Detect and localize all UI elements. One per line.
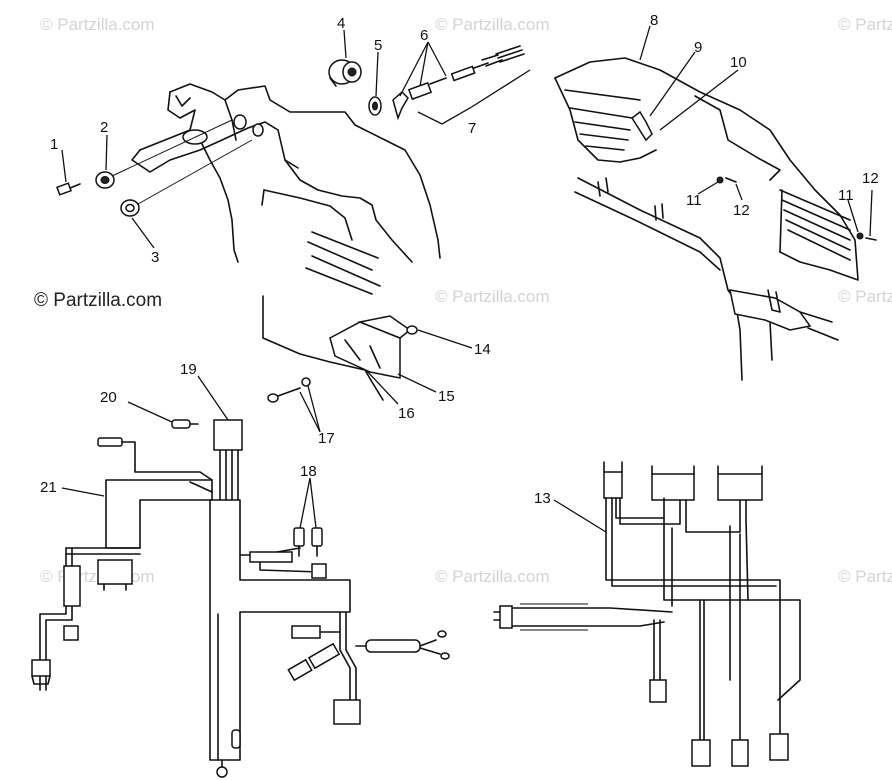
callout-17: 17 (318, 430, 335, 447)
callout-11: 11 (686, 192, 702, 209)
callout-21: 21 (40, 479, 57, 496)
main-wire-harness: 19 20 21 18 (31, 361, 450, 778)
callout-15: 15 (438, 388, 455, 405)
watermark: © Partzilla.com (838, 15, 892, 34)
callout-10: 10 (730, 54, 747, 71)
callout-13: 13 (534, 490, 551, 507)
grommet-part-3: 3 (120, 139, 253, 266)
watermark: © Partzilla.com (435, 15, 550, 34)
callout-8: 8 (650, 12, 658, 29)
callout-9: 9 (694, 39, 702, 56)
bracket-assembly-14-17: 14 15 16 17 (262, 295, 491, 447)
washer-part-2: 2 (95, 119, 233, 189)
watermark: © Partzilla.com (838, 567, 892, 586)
callout-18: 18 (300, 463, 317, 480)
callout-2: 2 (100, 119, 108, 136)
callout-6: 6 (420, 27, 428, 44)
watermark: © Partzilla.com (838, 287, 892, 306)
copyright-notice: © Partzilla.com (34, 290, 162, 311)
callout-5: 5 (374, 37, 382, 54)
callout-1: 1 (50, 136, 58, 153)
switch-assembly-part-6-7: 6 7 (392, 27, 531, 137)
callout-12: 12 (733, 202, 750, 219)
callout-11: 11 (838, 187, 854, 204)
callout-16: 16 (398, 405, 415, 422)
watermark: © Partzilla.com (40, 15, 155, 34)
callout-7: 7 (468, 120, 476, 137)
watermark: © Partzilla.com (435, 287, 550, 306)
console-panel-drawing (131, 83, 441, 295)
side-panel-drawing (554, 57, 859, 381)
callout-19: 19 (180, 361, 197, 378)
callout-3: 3 (151, 249, 159, 266)
headlight-wire-harness: 13 (493, 461, 801, 767)
nut-part-5: 5 (368, 37, 382, 116)
watermark: © Partzilla.com (435, 567, 550, 586)
bolt-part-1: 1 (50, 136, 81, 196)
callout-4: 4 (337, 15, 345, 32)
switch-part-4: 4 (328, 15, 362, 87)
callout-14: 14 (474, 341, 491, 358)
callouts-right: 8 9 10 11 12 11 12 (630, 12, 879, 241)
callout-12: 12 (862, 170, 879, 187)
callout-20: 20 (100, 389, 117, 406)
